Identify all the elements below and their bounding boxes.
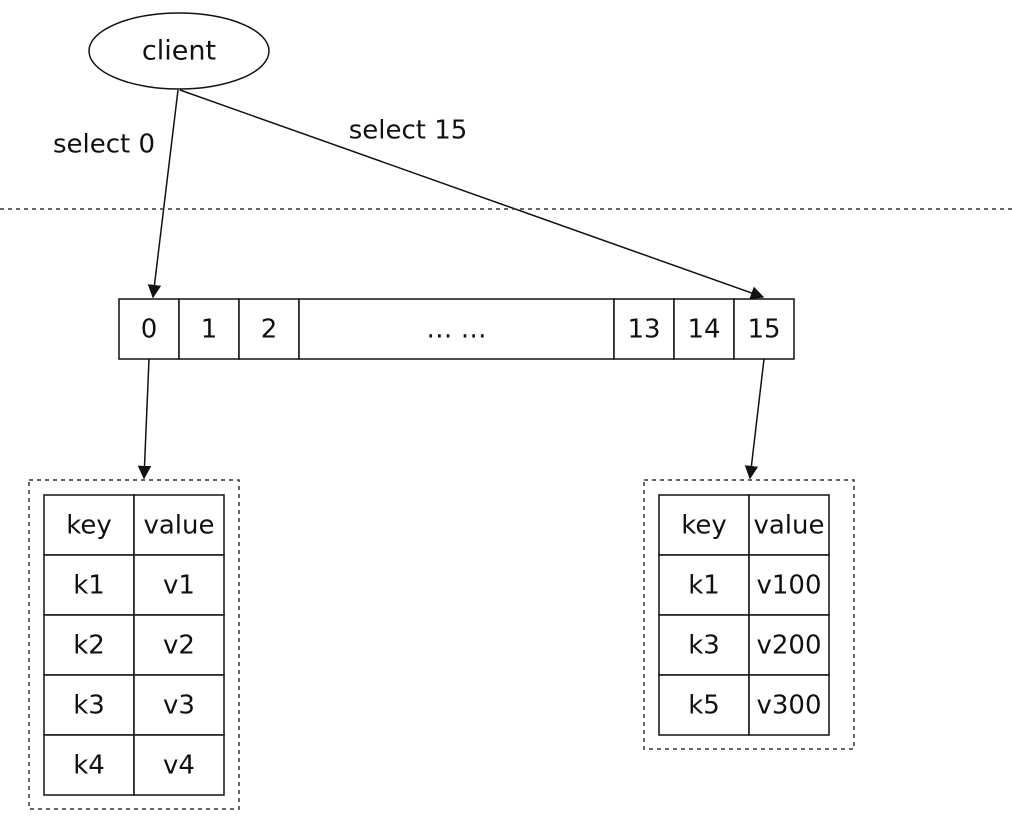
db-slot-label: 2: [261, 315, 278, 345]
db-slot-label: 14: [687, 315, 720, 345]
client-label: client: [142, 36, 216, 67]
database-array: 0 1 2 … … 13 14 15: [118, 298, 795, 360]
table-header-text: key: [66, 511, 112, 541]
arrow-client-to-db15: [179, 89, 765, 300]
table-cell-text: k3: [688, 631, 720, 661]
table-cell-text: v100: [756, 571, 821, 601]
db-slot-cell: [298, 298, 615, 360]
table-cell-text: v2: [163, 631, 195, 661]
table-cell: [133, 674, 225, 736]
table-cell: [748, 674, 830, 736]
table-cell-text: k2: [73, 631, 105, 661]
table-cell: [658, 674, 750, 736]
db0-keyvalue-table: key value k1 v1 k2 v2 k3 v3 k4 v4: [28, 479, 240, 810]
table-header-text: key: [681, 511, 727, 541]
arrow-client-to-db0: [147, 89, 179, 299]
db-slot-cell: [238, 298, 300, 360]
table-cell-text: k1: [688, 571, 720, 601]
table-cell: [43, 734, 135, 796]
table-header-text: value: [753, 511, 824, 541]
select-15-label: select 15: [349, 116, 468, 146]
table-cell: [133, 614, 225, 676]
arrow-db15-to-table: [744, 358, 765, 480]
table-cell-text: k5: [688, 691, 720, 721]
table-cell-text: v300: [756, 691, 821, 721]
db15-keyvalue-table: key value k1 v100 k3 v200 k5 v300: [643, 479, 855, 750]
table-cell-text: k3: [73, 691, 105, 721]
table-cell-text: k4: [73, 751, 105, 781]
db-slot-label: 0: [141, 315, 158, 345]
table-cell-text: v4: [163, 751, 195, 781]
table-cell: [133, 734, 225, 796]
table-header-cell: [133, 494, 225, 556]
table-cell-text: k1: [73, 571, 105, 601]
db-slot-label: 13: [627, 315, 660, 345]
arrow-db0-to-table: [137, 358, 152, 480]
table-header-cell: [658, 494, 750, 556]
table-cell: [748, 554, 830, 616]
db-slot-label: 15: [747, 315, 780, 345]
client-node: client: [88, 12, 270, 90]
db-slot-cell: [118, 298, 180, 360]
table-cell: [748, 614, 830, 676]
table-cell-text: v1: [163, 571, 195, 601]
table-cell-text: v200: [756, 631, 821, 661]
table-dashed-frame: [643, 479, 855, 750]
db-slot-cell: [673, 298, 735, 360]
select-0-label: select 0: [53, 130, 155, 160]
table-dashed-frame: [28, 479, 240, 810]
client-ellipse: [88, 12, 270, 90]
db-slot-cell: [733, 298, 795, 360]
db-slot-cell: [178, 298, 240, 360]
table-cell: [133, 554, 225, 616]
table-cell-text: v3: [163, 691, 195, 721]
table-header-cell: [748, 494, 830, 556]
db-slot-label: 1: [201, 315, 218, 345]
db-slot-label: … …: [426, 315, 486, 345]
table-header-text: value: [143, 511, 214, 541]
